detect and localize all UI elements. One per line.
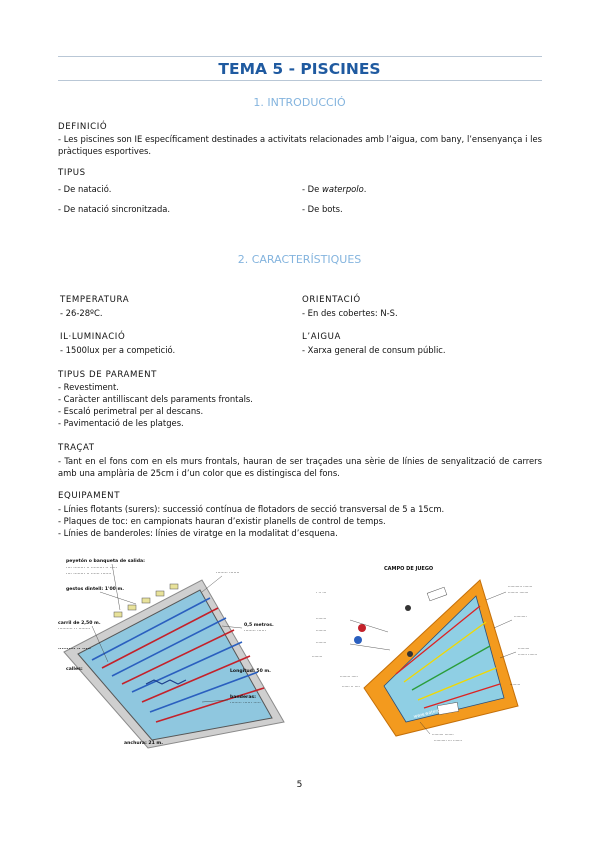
section-heading-caracteristiques: 2. CARACTERÍSTIQUES (237, 253, 362, 266)
equipament-label: EQUIPAMENT (58, 491, 121, 501)
illuminacio-text: - 1500lux per a competició. (60, 345, 176, 355)
equipament-item: - Plaques de toc: en campionats hauran d… (58, 516, 386, 526)
pool-diagram-figure: peyetón o banqueta de salida: ···· ·····… (58, 557, 285, 749)
svg-text:········ ······ ·····: ········ ······ ····· (230, 701, 261, 706)
orientacio-text: - En des cobertes: N-S. (302, 308, 398, 318)
parament-item: - Revestiment. (58, 382, 119, 392)
title-top-rule (58, 56, 542, 57)
svg-text:peyetón o banqueta de salida:: peyetón o banqueta de salida: (66, 557, 145, 564)
section-heading-introduccio: 1. INTRODUCCIÓ (253, 96, 346, 109)
equipament-item: - Línies flotants (surers): successió co… (58, 504, 445, 514)
svg-text:· ·· ···: · ·· ··· (316, 590, 326, 595)
equipament-item: - Línies de banderoles: línies de viratg… (58, 528, 338, 538)
parament-item: - Caràcter antilliscant dels paraments f… (58, 394, 253, 404)
tipus-item-sincronitzada: - De natació sincronitzada. (58, 204, 171, 214)
tipus-item-bots: - De bots. (302, 204, 343, 214)
svg-text:··········: ·········· (514, 614, 527, 619)
tracat-label: TRAÇAT (58, 443, 95, 453)
svg-text:········ ·······: ········ ······· (508, 590, 528, 595)
svg-text:banderas:: banderas: (230, 694, 256, 700)
svg-text:········· ·······: ········· ······· (432, 732, 454, 737)
illuminacio-label: IL·LUMINACIÓ (60, 332, 126, 342)
svg-text:Longitud: 50 m.: Longitud: 50 m. (230, 668, 271, 674)
tipus-item-waterpolo: - De waterpolo. (302, 184, 367, 194)
svg-text:carril de 2,50 m.: carril de 2,50 m. (58, 620, 101, 626)
svg-text:········ ·····: ········ ····· (340, 674, 358, 679)
definicio-label: DEFINICIÓ (58, 122, 108, 132)
svg-text:········: ········ (316, 628, 326, 633)
svg-text:calles:: calles: (66, 666, 83, 672)
field-water (383, 595, 505, 723)
svg-text:········ ······: ········ ······ (244, 629, 266, 634)
aigua-text: - Xarxa general de consum públic. (302, 345, 446, 355)
pool-water (77, 589, 273, 741)
parament-label: TIPUS DE PARAMENT (58, 370, 157, 380)
page-title: TEMA 5 - PISCINES (218, 60, 381, 78)
page-number: 5 (296, 780, 303, 790)
svg-text:0,5 metros.: 0,5 metros. (244, 622, 274, 628)
svg-text:anchura: 21 m.: anchura: 21 m. (124, 740, 163, 746)
svg-text:gestos dintell: 1'00 m.: gestos dintell: 1'00 m. (66, 586, 124, 592)
parament-item: - Escaló perimetral per al descans. (58, 406, 204, 416)
parament-item: - Pavimentació de les platges. (58, 418, 184, 428)
title-bottom-rule (58, 80, 542, 81)
svg-text:········ ·······: ········ ······· (216, 571, 239, 576)
aigua-label: L’AIGUA (302, 332, 341, 342)
svg-text:········: ········ (316, 616, 326, 621)
svg-text:·········· ··· ·······: ·········· ··· ······· (434, 738, 462, 743)
svg-text:·········: ········· (518, 646, 529, 651)
svg-text:···· ········ ·· ········· ··: ···· ········ ·· ········· ·· ····· (66, 566, 117, 571)
svg-text:········: ········ (316, 640, 326, 645)
svg-text:···· ········ ·· ······ ······: ···· ········ ·· ······ ······· (66, 572, 111, 577)
svg-text:·········· ·· ········: ·········· ·· ········ (58, 627, 90, 632)
svg-text:··········· ·······: ··········· ······· (508, 584, 532, 589)
tracat-text: - Tant en el fons com en els murs fronta… (58, 456, 542, 478)
temperatura-label: TEMPERATURA (60, 295, 130, 305)
svg-text:·········· ·· ·····: ·········· ·· ····· (58, 647, 91, 652)
definicio-text: - Les piscines son IE específicament des… (58, 134, 542, 156)
tipus-label: TIPUS (58, 168, 86, 178)
orientacio-label: ORIENTACIÓ (302, 295, 361, 305)
tipus-item-natacio: - De natació. (58, 184, 112, 194)
waterpolo-field-figure: CAMPO DE JUEGO · ·· ··· ········ ·······… (312, 566, 537, 743)
campo-de-juego-label: CAMPO DE JUEGO (384, 566, 433, 572)
svg-text:······ ·· ····: ······ ·· ···· (342, 684, 360, 689)
svg-text:········: ········ (312, 654, 322, 659)
svg-text:········: ········ (510, 682, 520, 687)
temperatura-text: - 26-28ºC. (60, 308, 103, 318)
svg-text:······· ·······: ······· ······· (518, 652, 537, 657)
